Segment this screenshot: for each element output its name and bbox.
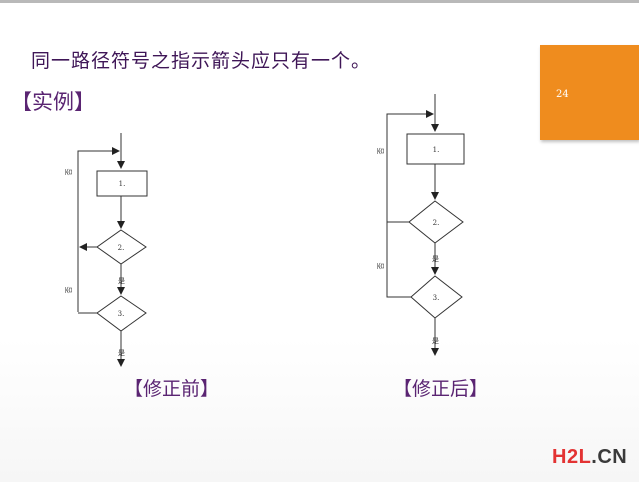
yes-label-3: 是	[432, 337, 439, 345]
no-label-bottom: 否	[377, 263, 385, 270]
yes-label-2: 是	[118, 277, 125, 285]
watermark-part1: H2L	[552, 446, 592, 468]
slide-title: 同一路径符号之指示箭头应只有一个。	[31, 50, 372, 72]
process-box-1-label: 1.	[433, 146, 440, 154]
flowchart-after	[386, 94, 465, 356]
caption-after: 【修正后】	[393, 378, 489, 400]
example-label: 【实例】	[11, 90, 95, 114]
decision-3-label: 3.	[433, 294, 440, 302]
process-box-1	[96, 170, 148, 197]
no-label-top: 否	[377, 148, 385, 155]
caption-before: 【修正前】	[124, 378, 220, 400]
decision-2-label: 2.	[433, 219, 440, 227]
decision-2-label: 2.	[118, 244, 125, 252]
loop-arrow-outer	[386, 110, 434, 298]
yes-label-3: 是	[118, 349, 125, 357]
process-box-1	[406, 133, 465, 165]
loop-arrow-top	[77, 147, 120, 312]
watermark-logo: H2L.CN	[552, 446, 627, 469]
process-box-1-label: 1.	[119, 180, 126, 188]
watermark-part2: .CN	[591, 446, 628, 468]
yes-label-2: 是	[432, 255, 439, 263]
flowchart-before	[77, 133, 148, 367]
no-label-bottom: 否	[65, 287, 73, 294]
page-number: 24	[556, 89, 569, 100]
no-label-top: 否	[65, 169, 73, 176]
decision-3-label: 3.	[118, 310, 125, 318]
top-border-line	[0, 0, 639, 3]
page-number-box: 24	[540, 45, 639, 140]
